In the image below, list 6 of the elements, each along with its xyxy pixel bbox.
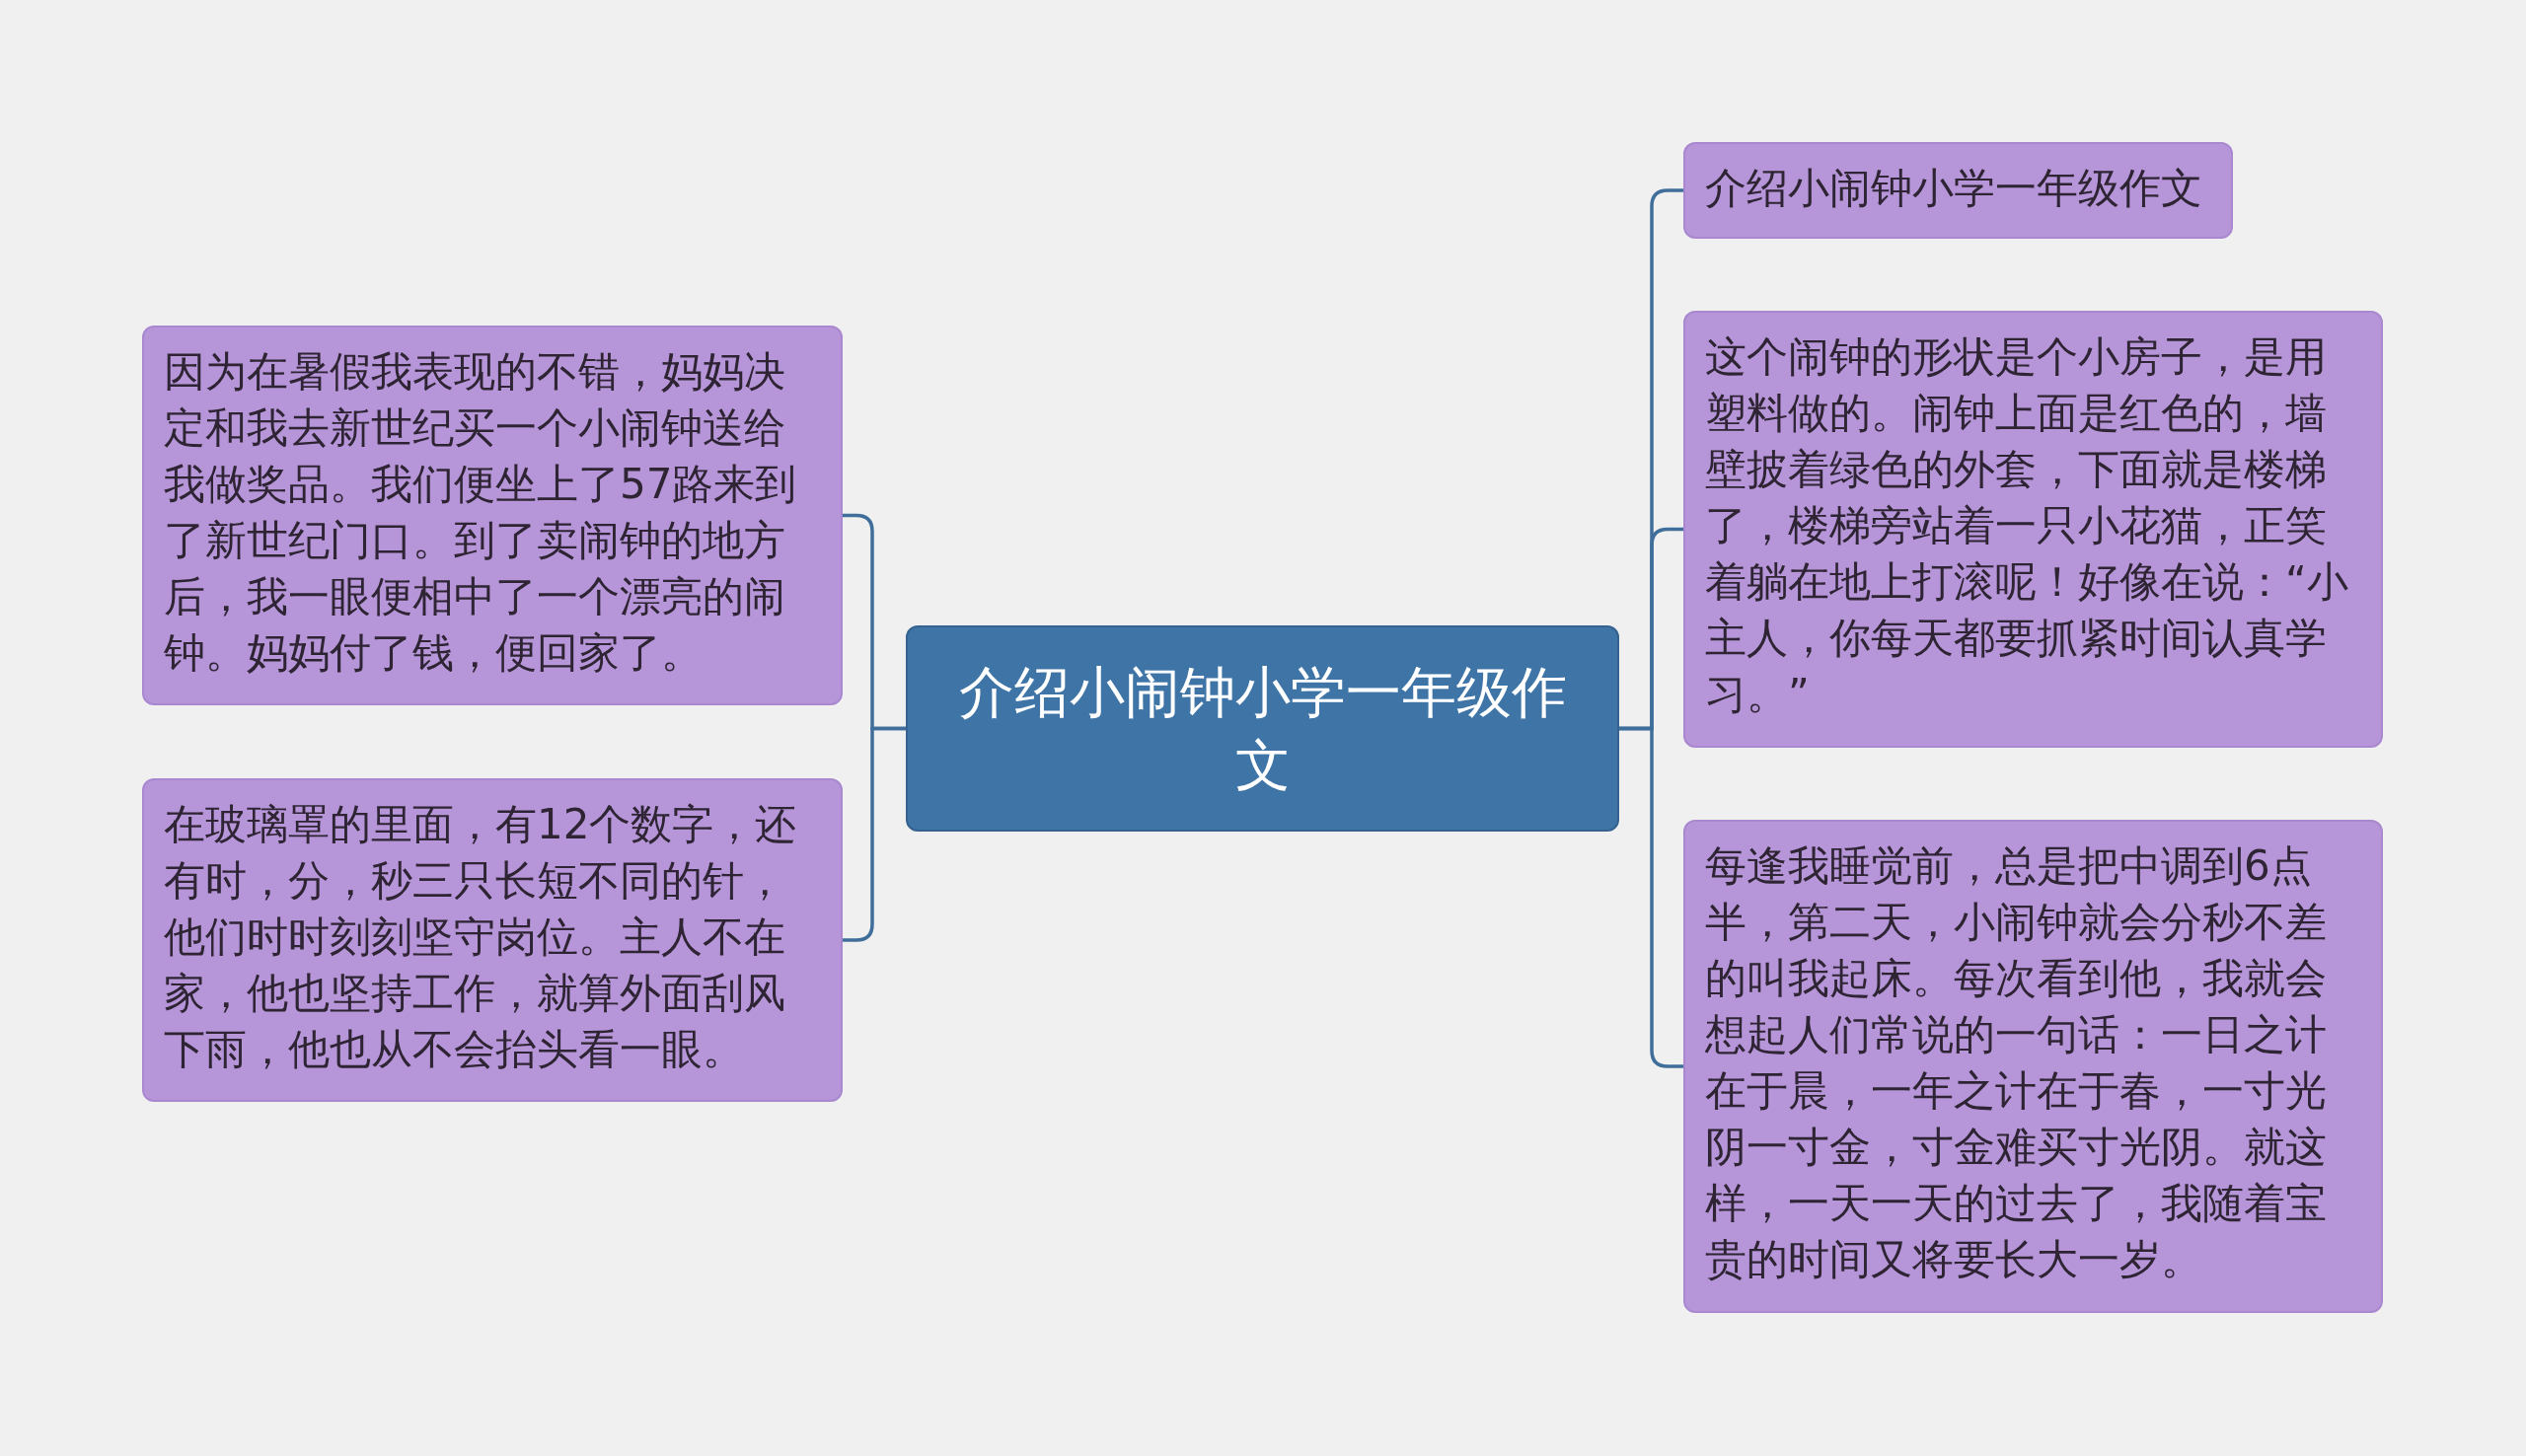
topic-box: 每逢我睡觉前，总是把中调到6点半，第二天，小闹钟就会分秒不差的叫我起床。每次看到他，我就会想起人们常说的一句话：一日之计在于晨，一年之计在于春，一寸光阴一寸金，寸金难买寸光阴。就这样，一天一天的过去了，我随着宝贵的时间又将要长大一岁。 <box>1683 820 2383 1313</box>
topic-box: 在玻璃罩的里面，有12个数字，还有时，分，秒三只长短不同的针，他们时时刻刻坚守岗位。主人不在家，他也坚持工作，就算外面刮风下雨，他也从不会抬头看一眼。 <box>142 778 843 1102</box>
central-topic-box: 介绍小闹钟小学一年级作文 <box>906 625 1619 832</box>
topic-box: 这个闹钟的形状是个小房子，是用塑料做的。闹钟上面是红色的，墙壁披着绿色的外套，下面就是楼梯了，楼梯旁站着一只小花猫，正笑着躺在地上打滚呢！好像在说：“小主人，你每天都要抓紧时间认真学习。” <box>1683 311 2383 748</box>
topic-box: 介绍小闹钟小学一年级作文 <box>1683 142 2233 239</box>
topic-box: 因为在暑假我表现的不错，妈妈决定和我去新世纪买一个小闹钟送给我做奖品。我们便坐上了57路来到了新世纪门口。到了卖闹钟的地方后，我一眼便相中了一个漂亮的闹钟。妈妈付了钱，便回家了。 <box>142 326 843 705</box>
